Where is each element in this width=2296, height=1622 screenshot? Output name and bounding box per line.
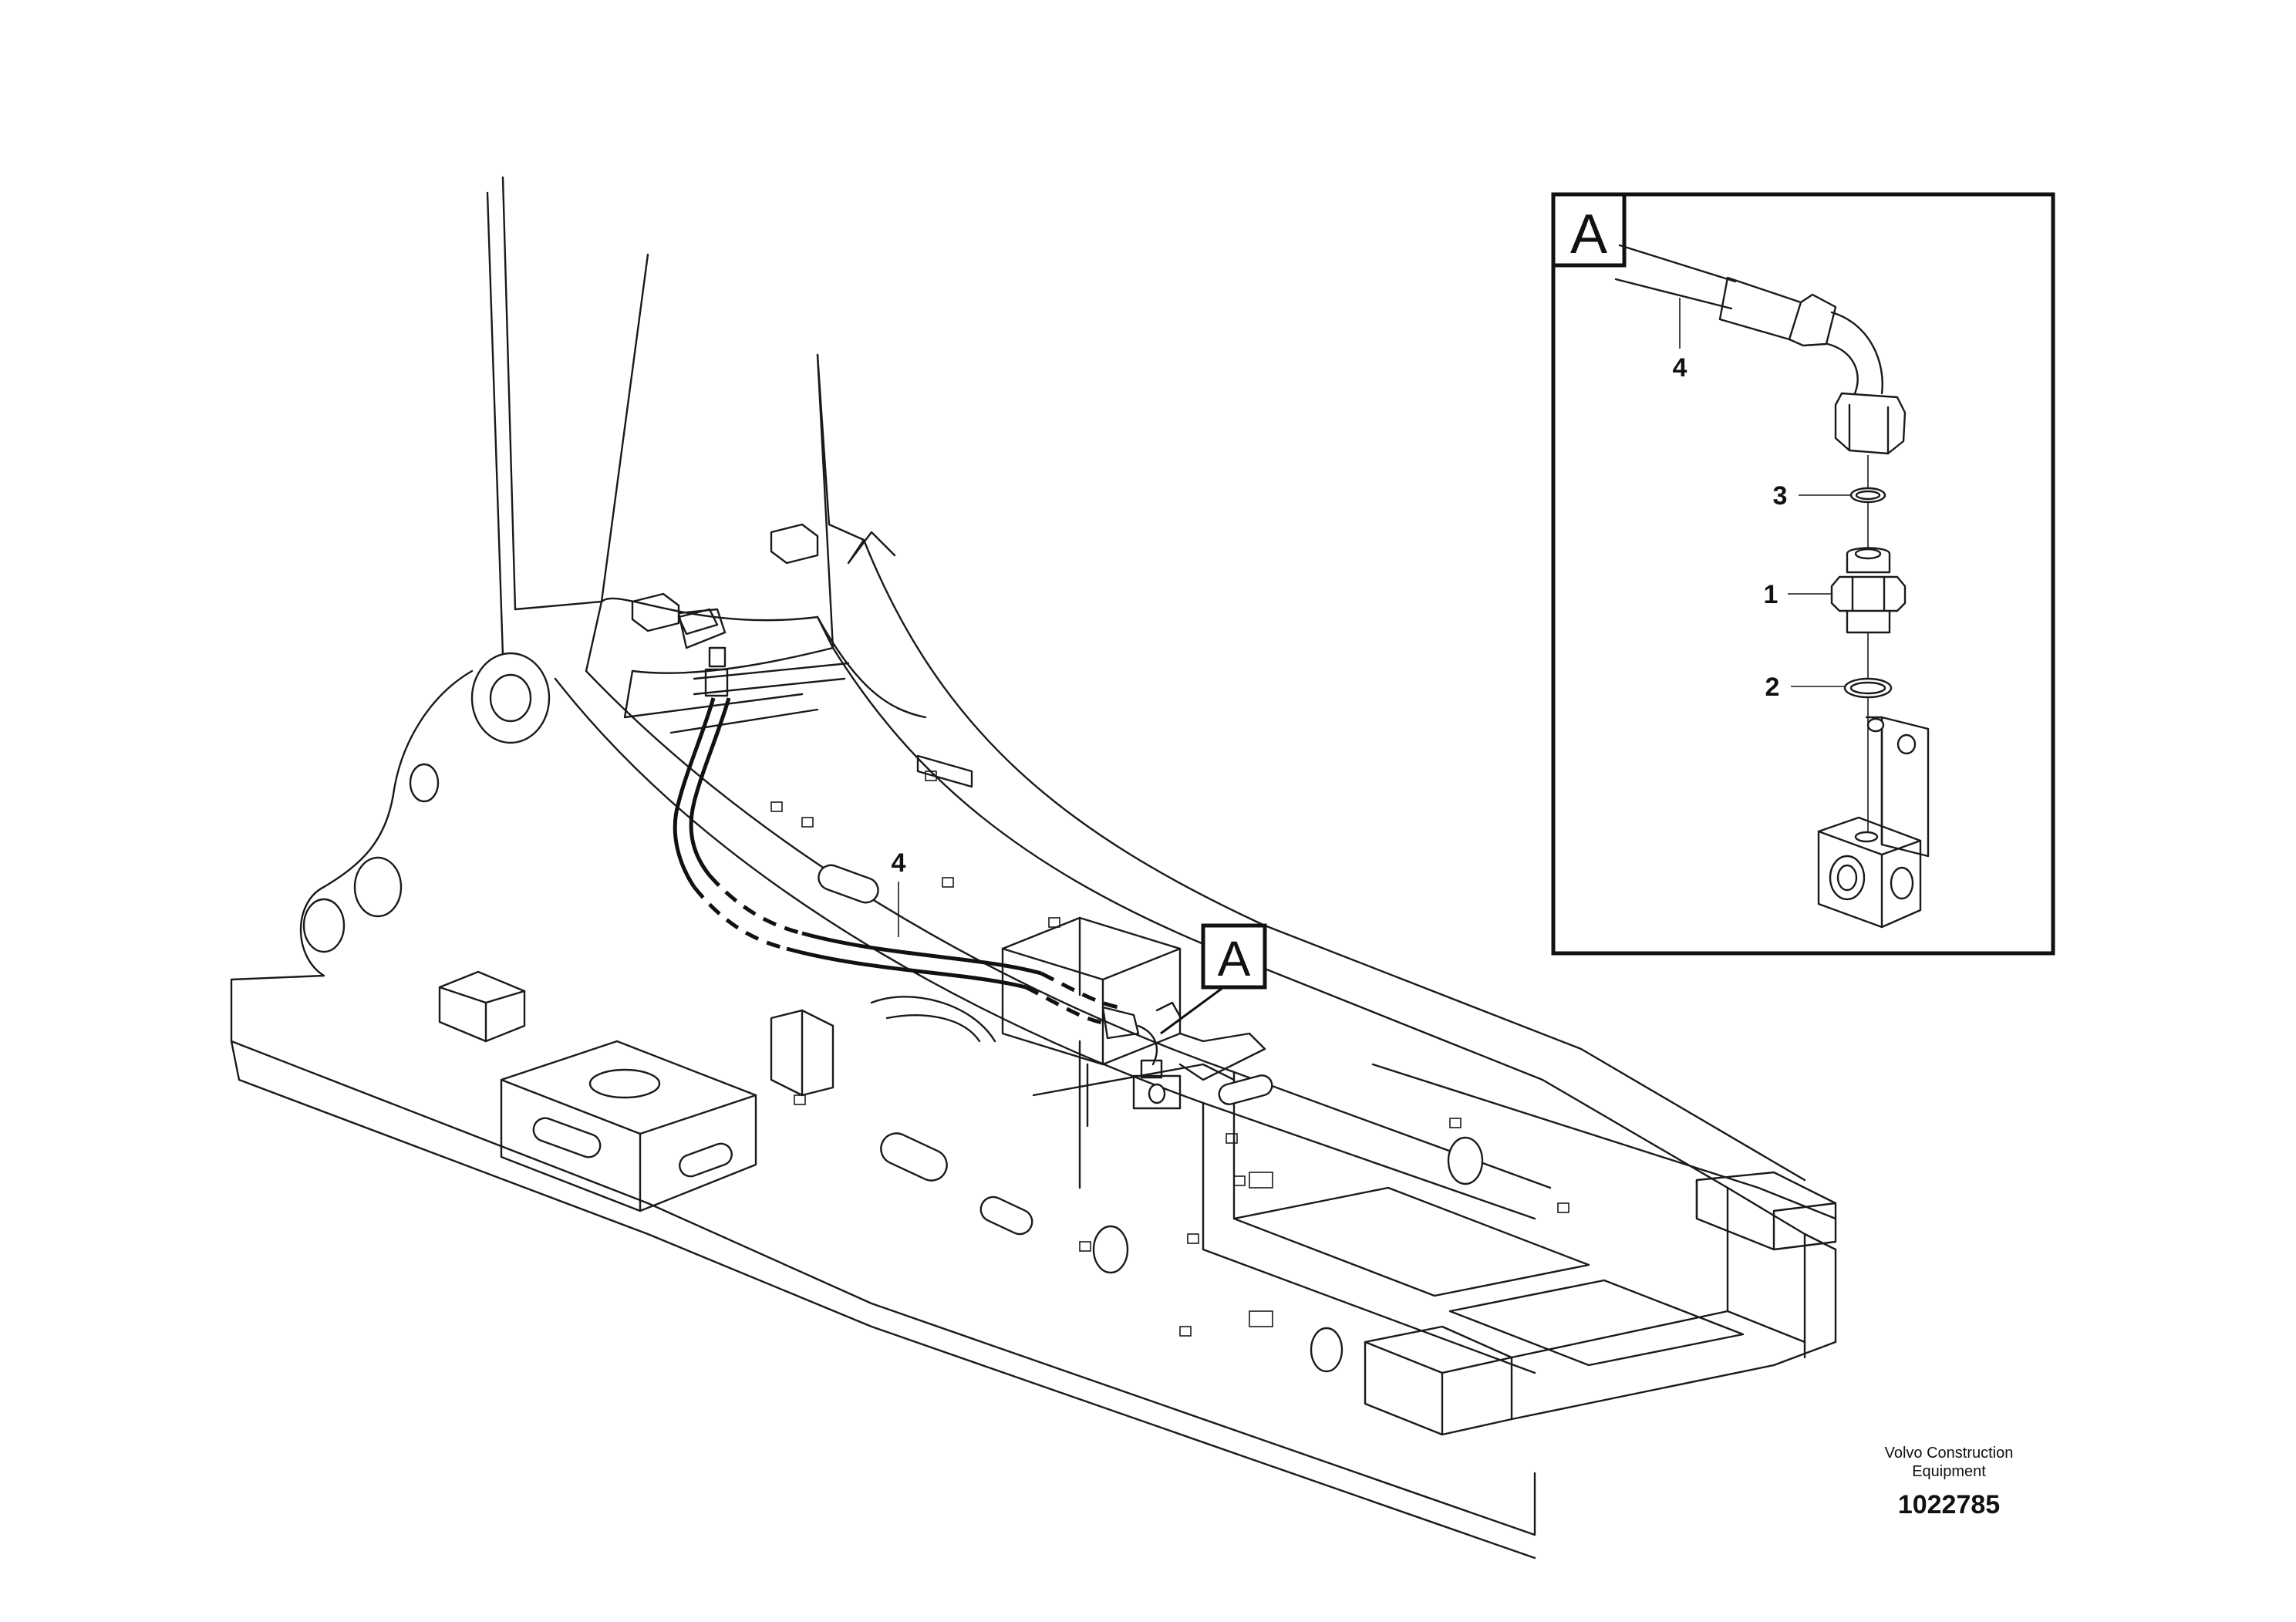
company-name-line1: Volvo Construction bbox=[1885, 1445, 2014, 1462]
detail-title: A bbox=[1570, 204, 1607, 265]
footer-block: Volvo Construction Equipment 1022785 bbox=[1885, 1445, 2014, 1519]
part-number: 1022785 bbox=[1898, 1490, 2000, 1519]
view-reference-a-label: A bbox=[1218, 931, 1251, 986]
company-name-line2: Equipment bbox=[1912, 1463, 1986, 1480]
excavator-frame-illustration bbox=[230, 176, 1837, 1560]
detail-label-hose: 4 bbox=[1673, 353, 1687, 383]
view-reference-a: A bbox=[1160, 923, 1267, 1035]
detail-label-oring-upper: 3 bbox=[1773, 481, 1788, 511]
callout-hose-main: 4 bbox=[892, 848, 906, 937]
detail-label-adapter: 1 bbox=[1764, 580, 1778, 609]
hydraulic-hose-assembly bbox=[673, 608, 1182, 1110]
detail-view-a: A bbox=[1551, 192, 2055, 956]
callout-hose-main-label: 4 bbox=[892, 848, 906, 878]
detail-label-oring-lower: 2 bbox=[1765, 673, 1780, 702]
